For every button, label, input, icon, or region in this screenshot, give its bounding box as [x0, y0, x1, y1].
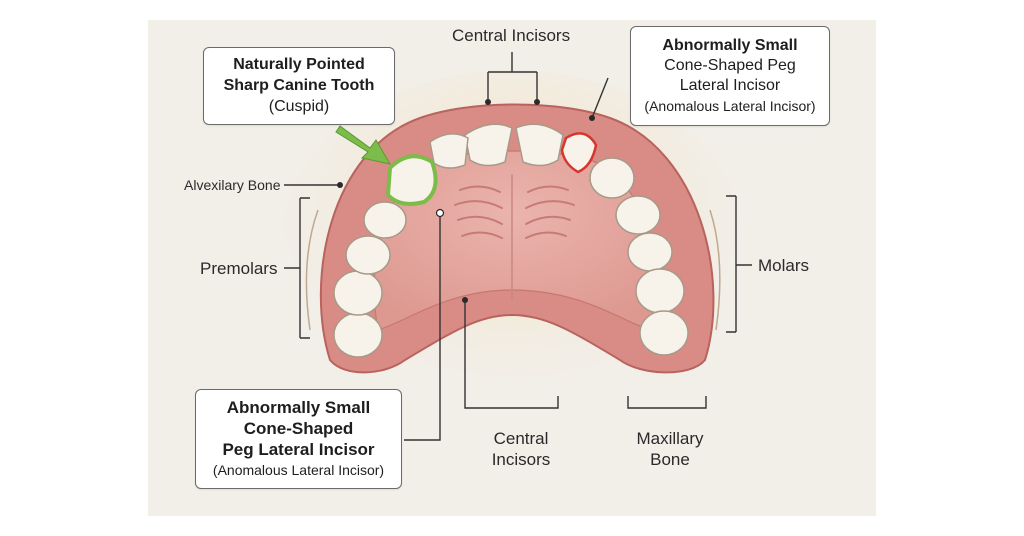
central-incisors-top-label: Central Incisors	[452, 26, 571, 45]
central-incisors-bottom-line2: Incisors	[491, 450, 551, 469]
canine-callout: Naturally Pointed Sharp Canine Tooth (Cu…	[203, 47, 395, 125]
incisor-dot-right	[534, 99, 540, 105]
central-incisors-bottom-label: Central Incisors	[476, 428, 566, 470]
right-premolar-2	[627, 232, 673, 272]
canine-tooth-highlight	[385, 154, 438, 206]
peg-incisor-highlight	[560, 132, 598, 174]
maxillary-bone-line2: Bone	[650, 450, 690, 469]
right-central-incisor-a	[515, 123, 564, 167]
maxillary-bone-line1: Maxillary	[636, 429, 704, 448]
left-premolar-1	[363, 201, 407, 239]
left-premolar-2	[345, 235, 391, 275]
right-canine	[589, 157, 635, 199]
right-premolar-1	[615, 195, 661, 235]
left-central-incisor-b	[429, 133, 469, 169]
peg-top-callout-line1: Abnormally Small	[662, 37, 798, 54]
leader-lines	[284, 52, 752, 441]
premolars-label: Premolars	[200, 259, 278, 278]
peg-bottom-callout-line4: (Anomalous Lateral Incisor)	[212, 462, 385, 478]
right-molar-3	[639, 310, 689, 356]
left-central-incisor-a	[464, 123, 513, 167]
canine-arrow	[335, 125, 392, 165]
peg-top-callout-line2: Cone-Shaped Peg	[664, 57, 796, 74]
peg-bottom-callout-line2: Cone-Shaped	[243, 419, 354, 438]
central-incisors-bottom-line1: Central	[493, 429, 549, 448]
left-molar-2	[333, 270, 383, 316]
left-molar-3	[333, 312, 383, 358]
peg-bottom-dot	[435, 208, 445, 218]
right-molar-2	[635, 268, 685, 314]
peg-bottom-callout-line1: Abnormally Small	[226, 398, 371, 417]
maxillary-bone-label: Maxillary Bone	[625, 428, 715, 470]
right-bone-line	[709, 209, 721, 331]
canine-callout-line1: Naturally Pointed	[233, 56, 365, 73]
peg-top-callout-line4: (Anomalous Lateral Incisor)	[644, 98, 816, 114]
left-bone-line	[305, 209, 319, 331]
alveolar-bone-label: Alvexilary Bone	[184, 177, 281, 193]
peg-bottom-callout-line3: Peg Lateral Incisor	[222, 440, 375, 459]
canine-callout-line2: Sharp Canine Tooth	[223, 77, 375, 94]
peg-bottom-callout: Abnormally Small Cone-Shaped Peg Lateral…	[195, 389, 402, 489]
teeth	[333, 123, 689, 358]
alveolar-dot	[337, 182, 343, 188]
peg-top-callout: Abnormally Small Cone-Shaped Peg Lateral…	[630, 26, 830, 126]
canine-callout-line3: (Cuspid)	[268, 98, 330, 115]
palatal-rugae	[454, 174, 575, 301]
palate-dot	[462, 297, 468, 303]
molars-label: Molars	[758, 256, 810, 275]
incisor-dot-left	[485, 99, 491, 105]
peg-top-dot	[589, 115, 595, 121]
peg-top-callout-line3: Lateral Incisor	[679, 77, 781, 94]
